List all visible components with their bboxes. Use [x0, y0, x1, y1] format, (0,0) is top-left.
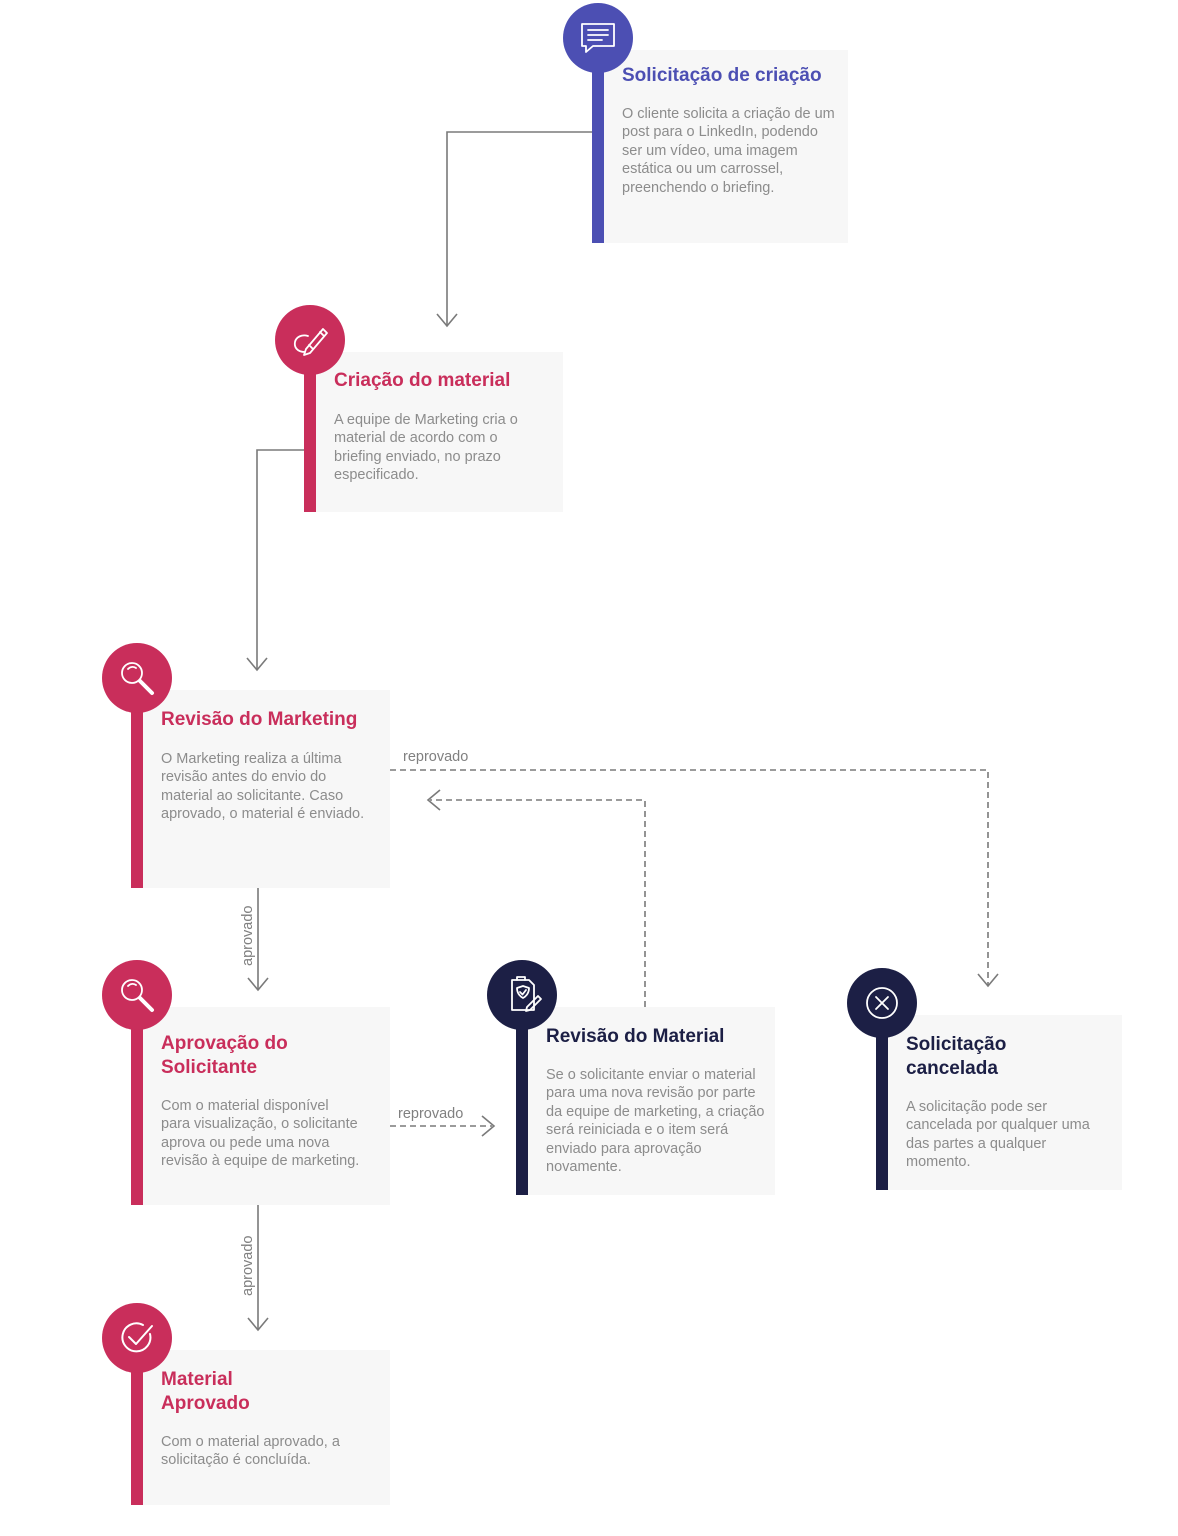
arrowhead-revisao-marketing-left	[426, 789, 441, 811]
card-aprovacao-do-solicitante	[137, 1007, 390, 1205]
title-aprovado: Material Aprovado	[161, 1369, 250, 1414]
check-circle-icon	[121, 1322, 153, 1353]
timeline-bar-revisao-marketing	[131, 678, 143, 888]
edge-label-reprovado-solicitante: reprovado	[398, 1106, 464, 1122]
node-aprovado	[102, 1303, 172, 1373]
text-aprovacao: Com o material disponível para visualiza…	[161, 1098, 360, 1170]
card-solicitacao-de-criacao	[598, 50, 848, 243]
arrow-solicitacao-to-criacao	[446, 131, 592, 326]
edge-label-aprovado-marketing: aprovado	[240, 905, 256, 966]
timeline-bar-aprovado	[131, 1338, 143, 1505]
arrowhead-revisao-marketing	[246, 657, 268, 672]
arrowhead-revisao-material-right	[481, 1115, 496, 1137]
arrow-criacao-to-revisao-marketing	[256, 449, 305, 670]
timeline-bar-solicitacao	[592, 38, 604, 243]
pencil-brush-icon	[293, 328, 328, 356]
title-cancelada: Solicitação cancelada	[906, 1034, 1007, 1079]
card-revisao-do-marketing	[137, 690, 390, 888]
text-revisao-marketing: O Marketing realiza a última revisão ant…	[161, 751, 365, 823]
magnifier-icon	[121, 662, 154, 695]
card-criacao-do-material	[310, 352, 563, 512]
arrowhead-criacao	[436, 313, 458, 328]
edge-label-aprovado-solicitante: aprovado	[240, 1235, 256, 1296]
title-criacao: Criação do material	[334, 370, 511, 391]
title-aprovacao: Aprovação do Solicitante	[161, 1033, 288, 1078]
node-cancelada	[847, 968, 917, 1038]
edge-label-reprovado-marketing: reprovado	[403, 749, 469, 765]
node-revisao-marketing	[102, 643, 172, 713]
card-revisao-do-material	[522, 1007, 775, 1195]
text-cancelada: A solicitação pode ser cancelada por qua…	[906, 1099, 1090, 1171]
text-aprovado: Com o material aprovado, a solicitação é…	[161, 1434, 340, 1469]
arrowhead-aprovado	[247, 1317, 269, 1332]
timeline-bar-revisao-material	[516, 995, 528, 1195]
timeline-bar-cancelada	[876, 1003, 888, 1190]
node-solicitacao	[563, 3, 633, 73]
title-revisao-marketing: Revisão do Marketing	[161, 709, 358, 730]
card-solicitacao-cancelada	[882, 1015, 1122, 1190]
text-revisao-material: Se o solicitante enviar o material para …	[546, 1067, 765, 1176]
node-criacao	[275, 305, 345, 375]
magnifier-icon	[121, 979, 154, 1012]
node-revisao-material	[487, 960, 557, 1030]
node-aprovacao	[102, 960, 172, 1030]
card-material-aprovado	[137, 1350, 390, 1505]
timeline-bar-aprovacao	[131, 995, 143, 1205]
chat-bubble-icon	[581, 23, 615, 53]
timeline-bar-criacao	[304, 340, 316, 512]
document-edit-icon	[511, 976, 542, 1012]
arrowhead-cancelada	[977, 973, 999, 988]
title-solicitacao: Solicitação de criação	[622, 65, 822, 86]
dashed-revisao-to-cancelada	[390, 769, 989, 985]
cancel-x-icon	[866, 987, 898, 1019]
text-criacao: A equipe de Marketing cria o material de…	[334, 412, 518, 484]
arrowhead-aprovacao	[247, 977, 269, 992]
text-solicitacao: O cliente solicita a criação de um post …	[622, 106, 835, 196]
dashed-revisao-material-to-revisao-marketing	[430, 799, 646, 1007]
title-revisao-material: Revisão do Material	[546, 1026, 725, 1047]
